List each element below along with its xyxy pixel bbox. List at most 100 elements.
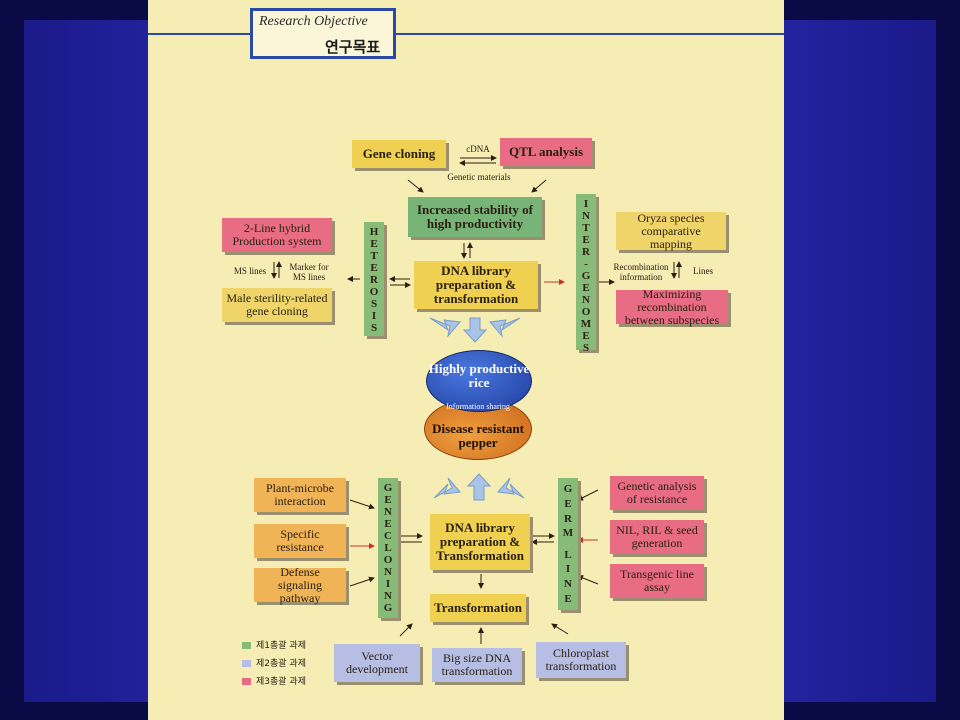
vector-development-label: Vector development <box>346 649 408 676</box>
germ-line-letter: E <box>564 592 572 605</box>
title-english: Research Objective <box>259 14 368 29</box>
arrow-layer <box>271 155 682 644</box>
dna-library-bottom-label: DNA library preparation & Transformation <box>436 520 524 563</box>
gene-cloning-letter: N <box>384 590 392 602</box>
transformation-box: Transformation <box>430 594 526 622</box>
genetic-materials-label: Genetic materials <box>447 172 511 182</box>
inter-genomes-letter: M <box>580 318 592 330</box>
gene-cloning-letter: I <box>385 578 391 590</box>
increased-stability-box: Increased stability of high productivity <box>408 197 542 237</box>
defense-signaling-arrow <box>349 576 375 587</box>
chloroplast-arrow <box>551 623 569 635</box>
transgenic-arrow <box>577 575 599 585</box>
legend-item-1: 제1총괄 과제 <box>242 638 306 651</box>
top-left-big-arrow <box>429 317 461 338</box>
gene-cloning-letter: E <box>384 518 392 530</box>
legend: 제1총괄 과제 제2총괄 과제 제3총괄 과제 <box>242 638 306 687</box>
title-korean: 연구목표 <box>325 38 381 56</box>
gene-cloning-letter: G <box>383 482 393 494</box>
gene-cloning-letter: N <box>384 506 392 518</box>
heterosis-letter: S <box>370 298 378 310</box>
inter-genomes-letter: N <box>582 294 590 306</box>
ms-lines-label: MS lines <box>233 266 267 276</box>
legend-swatch-2 <box>242 660 251 667</box>
germ-line-letter: G <box>563 483 573 496</box>
genetic-analysis-arrow <box>577 489 599 501</box>
inter-genomes-letter: R <box>582 246 590 258</box>
gene-cloning-letter: O <box>383 554 393 566</box>
germ-line-letter: E <box>564 497 572 510</box>
gene-cloning-letter: E <box>384 494 392 506</box>
heterosis-letter: E <box>370 238 378 250</box>
inter-genomes-letter: G <box>581 270 591 282</box>
legend-item-3: 제3총괄 과제 <box>242 674 306 687</box>
germ-line-letter: N <box>564 577 572 590</box>
inter-genomes-letter: - <box>584 258 588 270</box>
heterosis-letter: R <box>370 274 378 286</box>
title-box: Research Objective 연구목표 <box>250 8 396 59</box>
heterosis-letter: S <box>370 322 378 334</box>
heterosis-letter: O <box>369 286 379 298</box>
inter-genomes-letter: I <box>583 198 589 210</box>
inter-genomes-letter: E <box>582 234 590 246</box>
gene-cloning-letter: N <box>384 566 392 578</box>
legend-swatch-3 <box>242 678 251 685</box>
rice-label: Highly productive rice <box>428 361 530 390</box>
gene-cloning-box: Gene cloning <box>352 140 446 168</box>
dna-library-top-label: DNA library preparation & transformation <box>433 263 519 306</box>
vector-arrow <box>399 623 413 637</box>
big-size-dna-box: Big size DNA transformation <box>432 648 522 682</box>
information-sharing-label: Information sharing <box>446 402 510 411</box>
nil-ril-box: NIL, RIL & seed generation <box>610 520 704 554</box>
plant-microbe-arrow <box>349 499 375 510</box>
nil-ril-label: NIL, RIL & seed generation <box>616 523 698 550</box>
legend-label-1: 제1총괄 과제 <box>256 641 306 651</box>
plant-microbe-box: Plant-microbe interaction <box>254 478 346 512</box>
gene-cloning-label: Gene cloning <box>362 146 436 161</box>
dna-library-top-box: DNA library preparation & transformation <box>414 261 538 309</box>
inter-genomes-letter: T <box>582 222 590 234</box>
gene-cloning-letter: C <box>384 530 392 542</box>
inter-genomes-letter: E <box>582 282 590 294</box>
bottom-center-big-arrow <box>466 473 492 501</box>
chloroplast-box: Chloroplast transformation <box>536 642 626 678</box>
chloroplast-label: Chloroplast transformation <box>545 646 617 673</box>
germ-line-letter: I <box>565 563 571 576</box>
plant-microbe-label: Plant-microbe interaction <box>266 481 334 508</box>
genetic-arrow-right <box>531 179 547 193</box>
genetic-analysis-box: Genetic analysis of resistance <box>610 476 704 510</box>
gene-cloning-letter: G <box>383 602 393 614</box>
genetic-analysis-label: Genetic analysis of resistance <box>617 479 697 506</box>
big-size-dna-label: Big size DNA transformation <box>441 651 513 678</box>
bottom-left-big-arrow <box>433 477 461 499</box>
heterosis-letter: I <box>371 310 377 322</box>
legend-label-3: 제3총괄 과제 <box>256 677 306 687</box>
top-right-big-arrow <box>489 317 521 338</box>
slide-panel: Research Objective 연구목표 <box>148 0 784 720</box>
lines-label: Lines <box>693 266 713 276</box>
heterosis-letter: T <box>370 250 378 262</box>
heterosis-letter: H <box>369 226 379 238</box>
transgenic-label: Transgenic line assay <box>620 567 694 594</box>
top-center-big-arrow <box>462 317 488 343</box>
vector-development-box: Vector development <box>334 644 420 682</box>
gene-cloning-letter: L <box>384 542 392 554</box>
marker-ms-lines-label: Marker for MS lines <box>289 262 329 282</box>
male-sterility-label: Male sterility-related gene cloning <box>226 291 328 318</box>
top-convergence-arrows <box>429 317 521 343</box>
legend-swatch-1 <box>242 642 251 649</box>
male-sterility-box: Male sterility-related gene cloning <box>222 288 332 322</box>
dna-library-bottom-box: DNA library preparation & Transformation <box>430 514 530 570</box>
inter-genomes-letter: N <box>582 210 590 222</box>
maximizing-recombination-label: Maximizing recombination between subspec… <box>624 286 720 327</box>
increased-stability-label: Increased stability of high productivity <box>416 202 534 231</box>
bottom-right-big-arrow <box>497 477 525 499</box>
inter-genomes-letter: E <box>582 330 590 342</box>
rice-oval: Highly productive rice <box>426 350 532 412</box>
germ-line-letter: L <box>564 548 572 561</box>
heterosis-letter: E <box>370 262 378 274</box>
